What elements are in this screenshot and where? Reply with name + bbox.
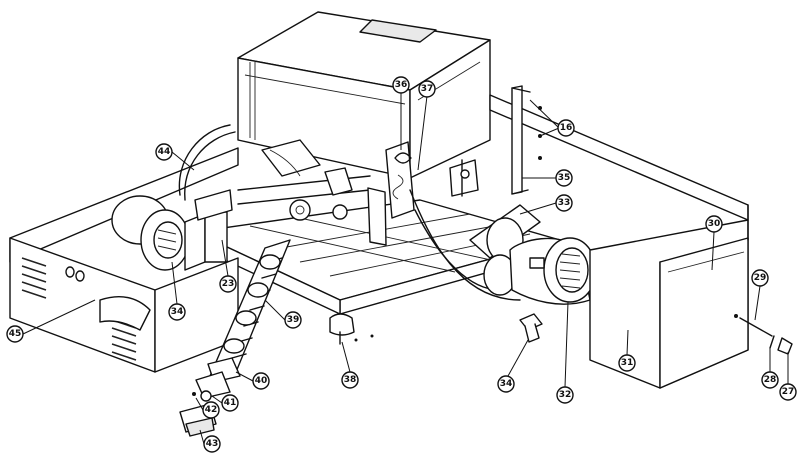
callout-28: 28	[761, 348, 779, 389]
callout-36: 36	[392, 76, 410, 150]
svg-text:16: 16	[560, 123, 573, 133]
callout-43: 43	[199, 429, 221, 453]
svg-text:34: 34	[500, 379, 513, 389]
callout-39: 39	[264, 299, 302, 329]
svg-text:41: 41	[224, 398, 237, 408]
firebox-internals	[237, 139, 521, 301]
callout-35: 35	[522, 169, 573, 187]
svg-text:43: 43	[206, 439, 219, 449]
svg-text:36: 36	[395, 80, 408, 90]
svg-text:35: 35	[558, 173, 571, 183]
callout-40: 40	[235, 371, 270, 390]
svg-text:40: 40	[255, 376, 268, 386]
svg-text:29: 29	[754, 273, 767, 283]
svg-text:34: 34	[171, 307, 184, 317]
svg-text:31: 31	[621, 358, 634, 368]
callout-16: 16	[529, 99, 575, 137]
callout-45: 45	[6, 299, 96, 343]
callout-31: 31	[618, 329, 636, 372]
svg-text:23: 23	[222, 279, 235, 289]
svg-text:38: 38	[344, 375, 357, 385]
top-bracket	[511, 85, 542, 195]
svg-text:37: 37	[421, 84, 434, 94]
callout-29: 29	[751, 269, 769, 321]
svg-text:44: 44	[158, 147, 171, 157]
callout-23: 23	[219, 239, 237, 293]
svg-text:28: 28	[764, 375, 777, 385]
callout-30: 30	[705, 215, 723, 271]
mounting-bracket	[329, 313, 374, 345]
svg-text:27: 27	[782, 387, 795, 397]
callout-32: 32	[556, 301, 574, 404]
callout-44: 44	[155, 143, 195, 171]
bracket-lower	[519, 313, 543, 343]
svg-text:32: 32	[559, 390, 572, 400]
auger-assembly	[179, 239, 291, 437]
callout-42: 42	[195, 397, 220, 419]
callout-38: 38	[341, 341, 359, 389]
callout-34-right: 34	[497, 339, 529, 393]
right-side-panel	[489, 94, 749, 389]
wire-harness	[178, 124, 236, 201]
callout-37: 37	[417, 80, 436, 171]
svg-text:33: 33	[558, 198, 571, 208]
svg-text:39: 39	[287, 315, 300, 325]
svg-text:30: 30	[708, 219, 721, 229]
callout-41-lower: 41	[211, 394, 239, 412]
callout-33: 33	[519, 194, 573, 215]
callout-34-left: 34	[168, 261, 186, 321]
callout-27: 27	[779, 352, 797, 401]
combustion-blower	[111, 189, 233, 271]
svg-text:42: 42	[205, 405, 218, 415]
svg-text:45: 45	[9, 329, 22, 339]
